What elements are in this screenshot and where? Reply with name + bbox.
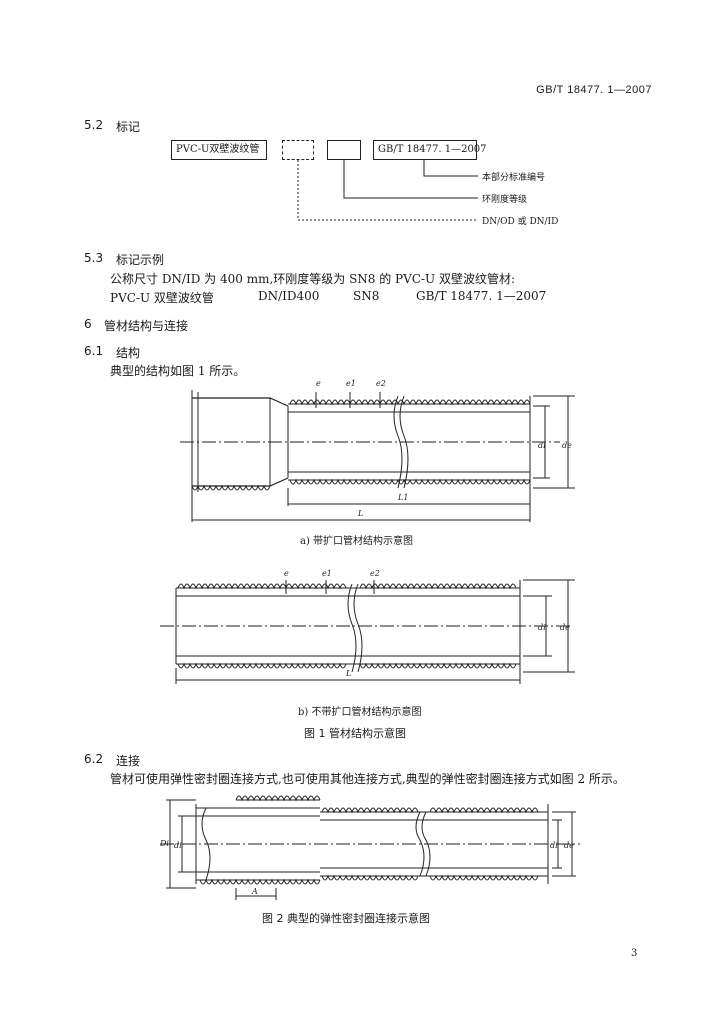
figure-1a-drawing: e e1 e2 di de L1 L (180, 379, 575, 522)
section-5-2-title: 标记 (116, 120, 141, 134)
example-class: SN8 (353, 289, 380, 303)
mark-box-standard: GB/T 18477. 1—2007 (373, 140, 487, 160)
mark-label-size: DN/OD 或 DN/ID (482, 217, 559, 227)
mark-box-size (282, 140, 314, 160)
mark-label-class: 环刚度等级 (482, 195, 528, 205)
fig2-label-Di: Di (159, 839, 169, 848)
fig2-label-di-right: di (550, 841, 558, 850)
fig1b-label-e1: e1 (322, 569, 332, 578)
figure-2-caption: 图 2 典型的弹性密封圈连接示意图 (262, 912, 430, 925)
section-5-3-title: 标记示例 (116, 253, 165, 267)
section-6-2-title: 连接 (116, 754, 141, 768)
fig1a-label-di: di (538, 441, 546, 450)
fig1a-label-L: L (357, 509, 363, 518)
fig1b-label-e: e (284, 569, 289, 578)
section-6-number: 6 (84, 317, 92, 331)
fig2-label-A: A (251, 887, 258, 896)
mark-box-class (327, 140, 361, 160)
example-standard: GB/T 18477. 1—2007 (416, 289, 547, 303)
section-6-1-text: 典型的结构如图 1 所示。 (110, 364, 246, 378)
mark-box-product: PVC-U双壁波纹管 (171, 140, 267, 160)
figure-1a-caption: a) 带扩口管材结构示意图 (300, 536, 414, 547)
mark-label-standard: 本部分标准编号 (482, 173, 546, 183)
fig1b-label-de: de (560, 623, 570, 632)
fig1b-label-e2: e2 (370, 569, 380, 578)
fig2-label-de: de (564, 841, 574, 850)
example-size: DN/ID400 (258, 289, 320, 303)
fig1b-label-L: L (345, 669, 351, 678)
fig1a-label-L1: L1 (397, 493, 408, 502)
fig1a-label-e2: e2 (376, 379, 386, 388)
figure-1-caption: 图 1 管材结构示意图 (304, 727, 406, 740)
figure-1b-drawing: e e1 e2 di de L (160, 569, 575, 684)
page-number: 3 (631, 948, 638, 959)
section-6-title: 管材结构与连接 (104, 319, 189, 333)
figure-1b-caption: b) 不带扩口管材结构示意图 (298, 707, 422, 718)
example-description: 公称尺寸 DN/ID 为 400 mm,环刚度等级为 SN8 的 PVC-U 双… (110, 272, 516, 286)
section-6-1-title: 结构 (116, 346, 141, 360)
example-product: PVC-U 双壁波纹管 (110, 291, 214, 305)
section-5-2-number: 5.2 (84, 118, 104, 132)
standard-number-header: GB/T 18477. 1—2007 (536, 84, 652, 96)
fig1a-label-e: e (316, 379, 321, 388)
section-6-1-number: 6.1 (84, 344, 104, 358)
fig1a-label-de: de (562, 441, 572, 450)
fig1b-label-di: di (538, 623, 546, 632)
section-5-3-number: 5.3 (84, 251, 104, 265)
fig2-label-di-left: di (174, 841, 182, 850)
figure-2-drawing: Di di di de A (159, 795, 580, 900)
section-6-2-number: 6.2 (84, 752, 104, 766)
section-6-2-text: 管材可使用弹性密封圈连接方式,也可使用其他连接方式,典型的弹性密封圈连接方式如图… (110, 772, 625, 786)
fig1a-label-e1: e1 (346, 379, 356, 388)
